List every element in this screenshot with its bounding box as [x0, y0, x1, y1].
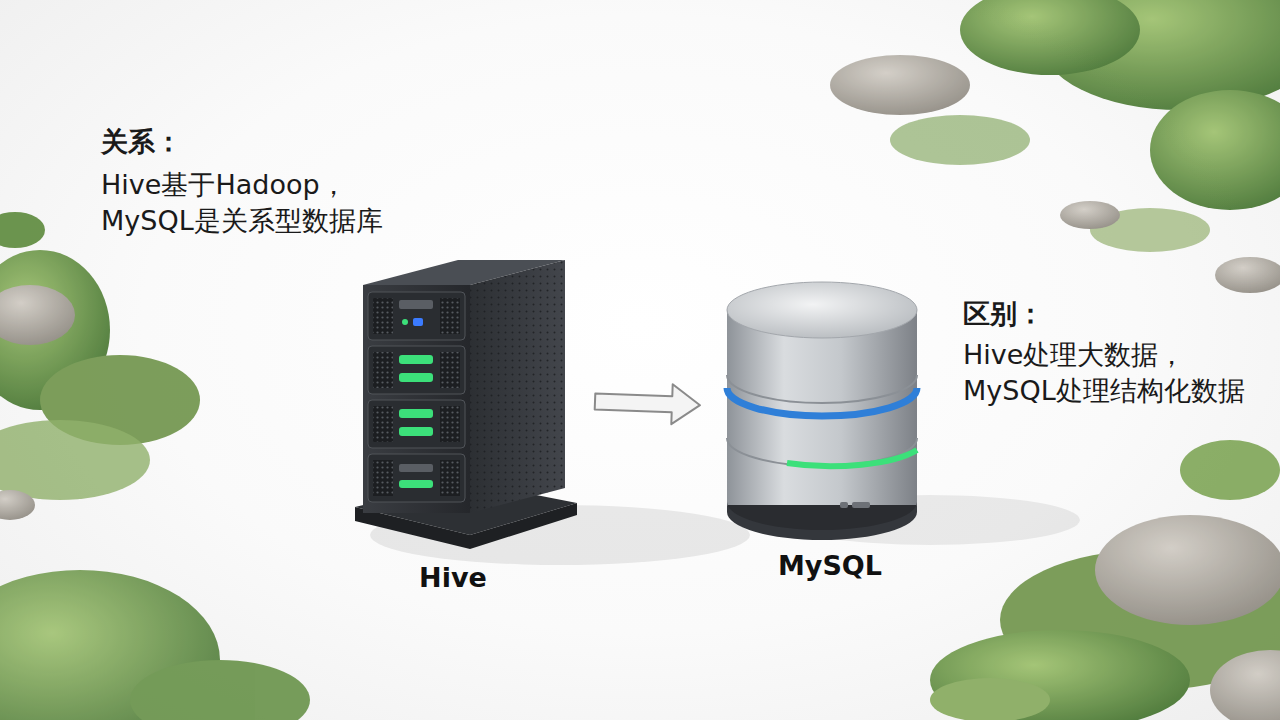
note-text: Hive处理大数据， MySQL处理结构化数据: [963, 337, 1280, 409]
foliage: [0, 570, 310, 720]
section-heading: 关系：: [101, 124, 441, 160]
server-node: Hive: [355, 245, 595, 550]
section-heading: 区别：: [963, 296, 1280, 332]
foliage: [930, 440, 1280, 720]
database-node: MySQL: [700, 280, 922, 538]
block-arrow: [595, 384, 700, 424]
foliage: [830, 0, 1280, 293]
database-icon: [700, 280, 922, 538]
server-icon: [355, 245, 595, 550]
node-label: Hive: [355, 562, 551, 593]
node-label: MySQL: [730, 550, 930, 581]
note-text: Hive基于Hadoop， MySQL是关系型数据库: [101, 167, 441, 239]
foliage: [0, 212, 200, 520]
